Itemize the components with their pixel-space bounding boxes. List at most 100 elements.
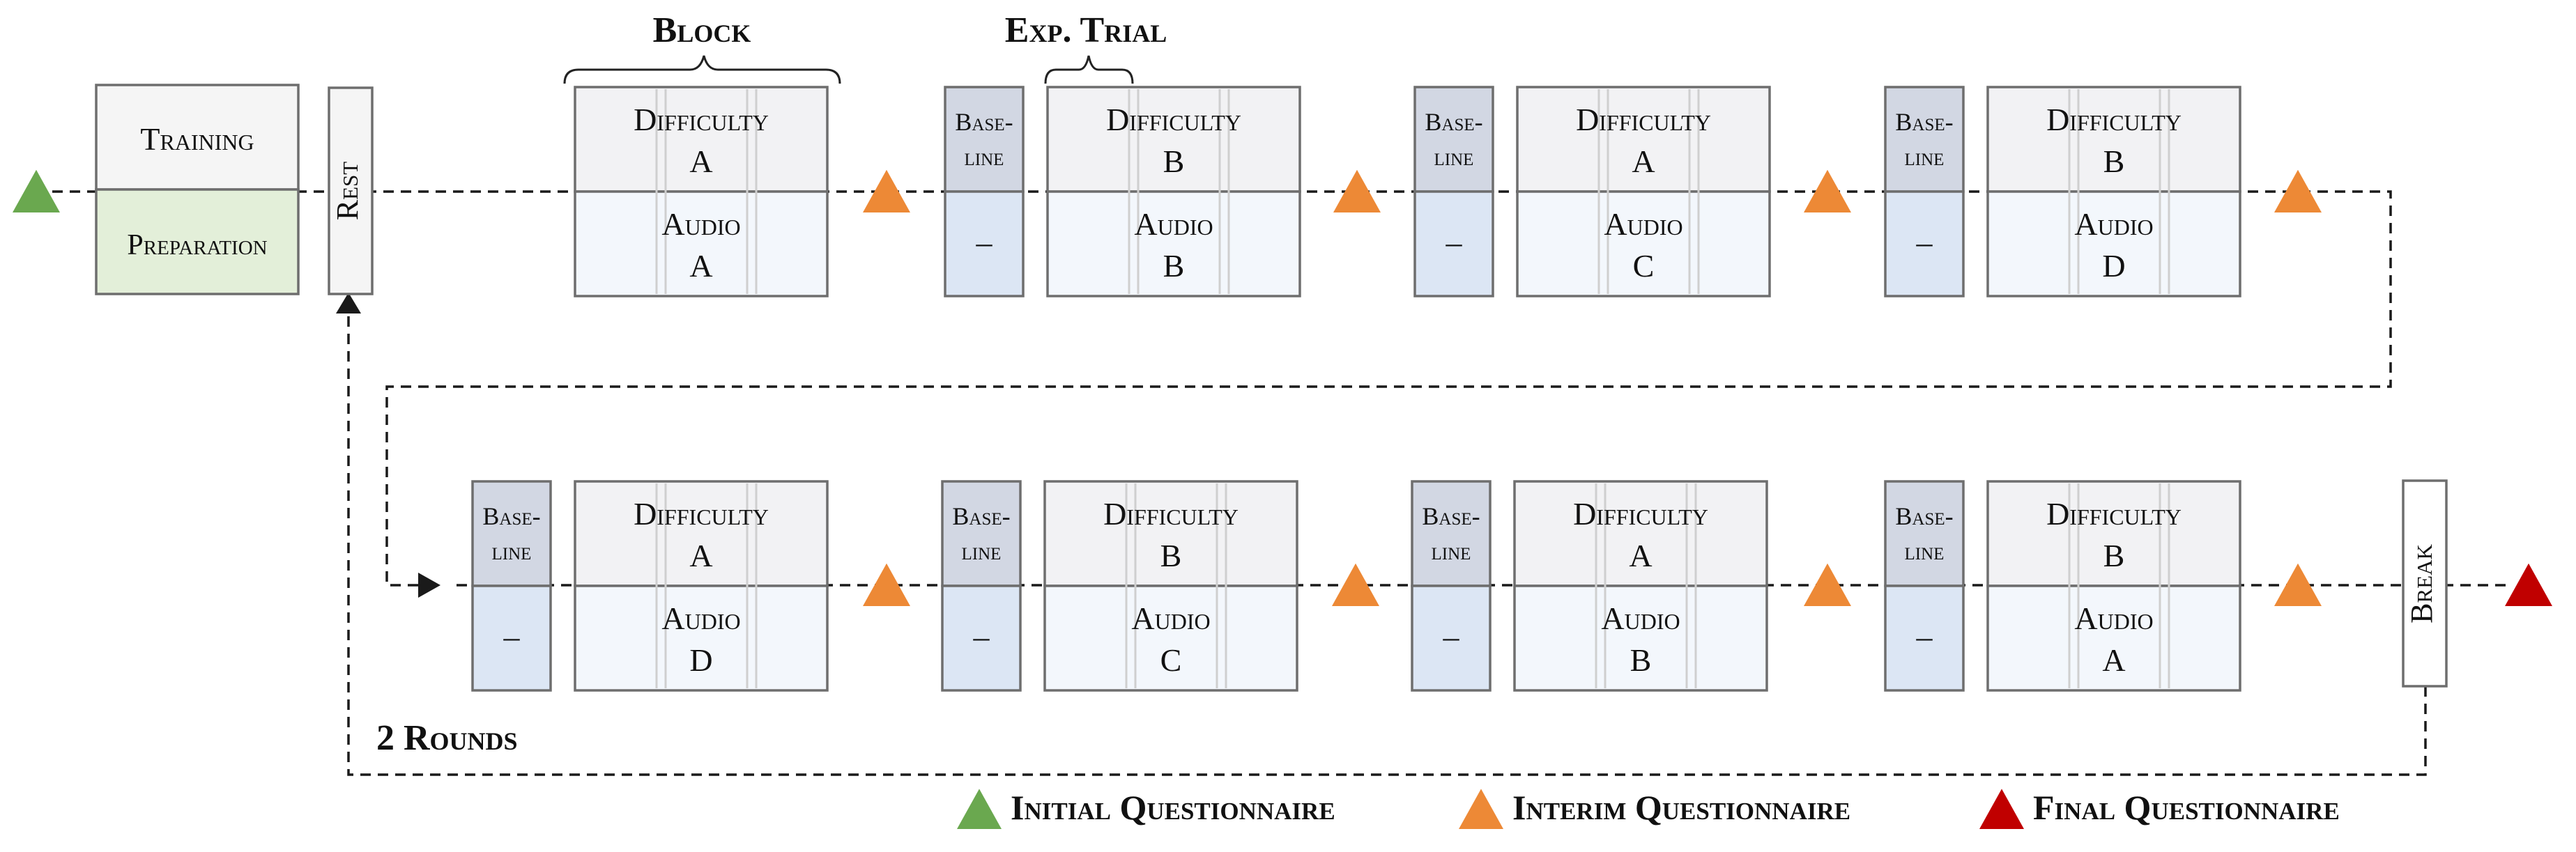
block-brace	[563, 55, 841, 84]
audio-value: A	[689, 248, 712, 284]
baseline-top-cell	[471, 480, 552, 587]
baseline-label-bottom: line	[1434, 143, 1474, 171]
difficulty-cell	[1046, 86, 1301, 193]
difficulty-cell	[574, 86, 829, 193]
audio-value: D	[2102, 248, 2125, 284]
baseline-label-top: Base-	[1422, 502, 1480, 530]
flow-line-row1	[52, 190, 2392, 587]
baseline-dash: –	[1446, 224, 1463, 260]
difficulty-label: Difficulty	[2046, 496, 2182, 532]
audio-label: Audio	[2074, 206, 2153, 242]
legend-item: Final Questionnaire	[1979, 788, 2340, 829]
baseline-top-cell	[944, 86, 1025, 193]
baseline-label-top: Base-	[955, 108, 1013, 136]
baseline-bottom-cell	[1411, 584, 1492, 692]
baseline-bottom-cell	[941, 584, 1022, 692]
legend-item: Interim Questionnaire	[1459, 788, 1850, 829]
arrowhead-up-icon	[336, 293, 361, 313]
arrowhead-right-icon	[418, 573, 440, 598]
block-label: Block	[653, 10, 751, 50]
difficulty-cell	[1513, 480, 1768, 587]
difficulty-cell	[1516, 86, 1771, 193]
baseline-top-cell	[941, 480, 1022, 587]
legend-label: Initial Questionnaire	[1011, 788, 1335, 827]
difficulty-cell	[1986, 86, 2241, 193]
legend-label: Final Questionnaire	[2033, 788, 2340, 827]
baseline-dash: –	[1443, 619, 1460, 654]
audio-value: B	[1163, 248, 1185, 284]
baseline-label-bottom: line	[1905, 537, 1945, 565]
difficulty-label: Difficulty	[1106, 102, 1241, 137]
audio-cell	[1046, 190, 1301, 297]
orange-triangle-icon	[1459, 789, 1503, 829]
audio-value: A	[2102, 642, 2125, 678]
difficulty-value: B	[2103, 144, 2125, 179]
interim-questionnaire-marker	[2274, 563, 2322, 606]
difficulty-value: A	[1629, 538, 1652, 573]
legend-label: Interim Questionnaire	[1512, 788, 1850, 827]
audio-label: Audio	[1131, 601, 1210, 636]
baseline-label-top: Base-	[1895, 108, 1953, 136]
green-triangle-icon	[957, 789, 1002, 829]
difficulty-value: B	[1160, 538, 1182, 573]
audio-value: D	[689, 642, 712, 678]
interim-questionnaire-marker	[1804, 563, 1851, 606]
baseline-label-top: Base-	[952, 502, 1010, 530]
baseline-label-bottom: line	[1905, 143, 1945, 171]
audio-label: Audio	[661, 601, 740, 636]
legend-item: Initial Questionnaire	[957, 788, 1335, 829]
blocks: DifficultyAAudioABase-line–DifficultyBAu…	[471, 86, 2241, 692]
audio-value: C	[1160, 642, 1182, 678]
difficulty-value: A	[1632, 144, 1655, 179]
training-label: Training	[140, 121, 254, 157]
audio-label: Audio	[661, 206, 740, 242]
audio-value: B	[1630, 642, 1652, 678]
difficulty-label: Difficulty	[1573, 496, 1708, 532]
audio-cell	[1986, 190, 2241, 297]
baseline-bottom-cell	[1413, 190, 1494, 297]
baseline-top-cell	[1411, 480, 1492, 587]
difficulty-value: A	[689, 144, 712, 179]
baseline-dash: –	[1916, 224, 1933, 260]
baseline-dash: –	[1916, 619, 1933, 654]
training-preparation-box: Training Preparation	[95, 84, 300, 295]
audio-cell	[1043, 584, 1298, 692]
baseline-label-bottom: line	[962, 537, 1002, 565]
baseline-dash: –	[503, 619, 521, 654]
audio-cell	[574, 584, 829, 692]
baseline-label-bottom: line	[492, 537, 532, 565]
red-triangle-icon	[1979, 789, 2024, 829]
difficulty-value: B	[2103, 538, 2125, 573]
audio-cell	[1513, 584, 1768, 692]
rest-box: Rest	[328, 86, 374, 295]
audio-label: Audio	[1601, 601, 1680, 636]
interim-questionnaire-marker	[1332, 563, 1379, 606]
baseline-top-cell	[1884, 480, 1965, 587]
baseline-bottom-cell	[1884, 584, 1965, 692]
baseline-bottom-cell	[1884, 190, 1965, 297]
difficulty-value: A	[689, 538, 712, 573]
exp-trial-label: Exp. Trial	[1005, 10, 1167, 50]
baseline-label-top: Base-	[1895, 502, 1953, 530]
break-label: Break	[2405, 544, 2439, 623]
preparation-label: Preparation	[127, 229, 267, 261]
baseline-label-top: Base-	[1425, 108, 1482, 136]
difficulty-label: Difficulty	[1103, 496, 1239, 532]
baseline-bottom-cell	[471, 584, 552, 692]
baseline-dash: –	[973, 619, 990, 654]
baseline-bottom-cell	[944, 190, 1025, 297]
baseline-label-top: Base-	[482, 502, 540, 530]
difficulty-label: Difficulty	[634, 102, 769, 137]
audio-label: Audio	[2074, 601, 2153, 636]
exp-trial-brace	[1044, 55, 1134, 84]
interim-questionnaire-marker	[1333, 169, 1381, 212]
training-box	[95, 84, 300, 191]
